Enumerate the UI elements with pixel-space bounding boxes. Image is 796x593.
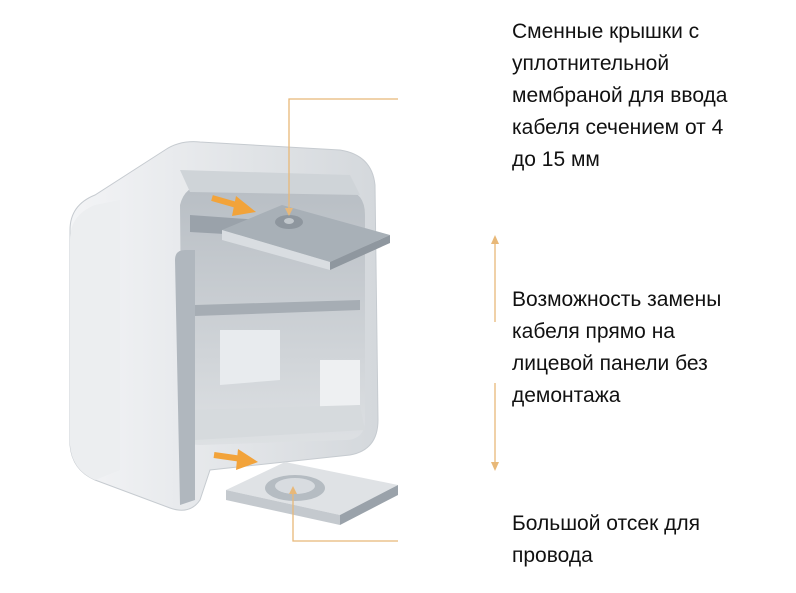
caption-replaceable-covers: Сменные крышки с уплотнительной мембрано…: [512, 20, 728, 171]
leader-line-bottom: [289, 486, 398, 542]
double-arrow-icon: [491, 235, 499, 471]
insertion-arrow-top-icon: [211, 195, 256, 216]
bottom-cover: [226, 462, 398, 525]
leader-line-top: [285, 98, 398, 216]
caption-wire-compartment: Большой отсек для провода: [512, 512, 700, 567]
top-cover: [222, 205, 390, 270]
caption-cable-replacement: Возможность замены кабеля прямо на лицев…: [512, 288, 722, 407]
insertion-arrow-bottom-icon: [213, 449, 258, 470]
